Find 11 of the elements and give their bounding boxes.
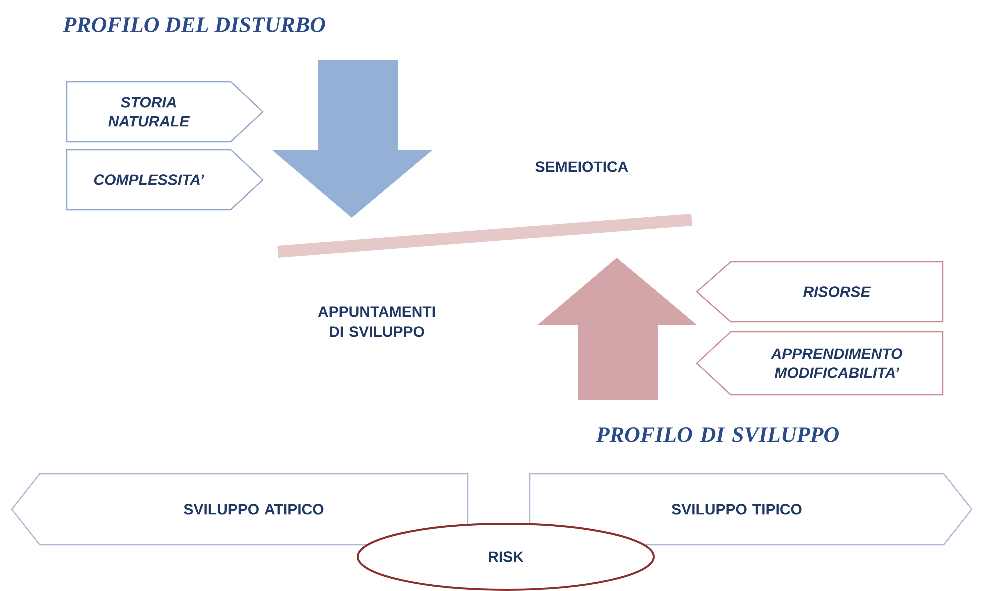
heading: PROFILO DI SVILUPPO (596, 428, 839, 442)
tag-box: APPRENDIMENTO MODIFICABILITA’ (696, 331, 944, 396)
text-label: SEMEIOTICA (536, 162, 628, 172)
tag-box: STORIA NATURALE (66, 81, 264, 143)
tag-box: SVILUPPO ATIPICO (11, 473, 469, 546)
text-label: APPUNTAMENTI DI SVILUPPO (318, 306, 436, 338)
node-label: RISK (489, 552, 524, 562)
tag-box: SVILUPPO TIPICO (529, 473, 973, 546)
heading: PROFILO DEL DISTURBO (63, 18, 326, 32)
tag-box: COMPLESSITA’ (66, 149, 264, 211)
tag-box: RISORSE (696, 261, 944, 323)
